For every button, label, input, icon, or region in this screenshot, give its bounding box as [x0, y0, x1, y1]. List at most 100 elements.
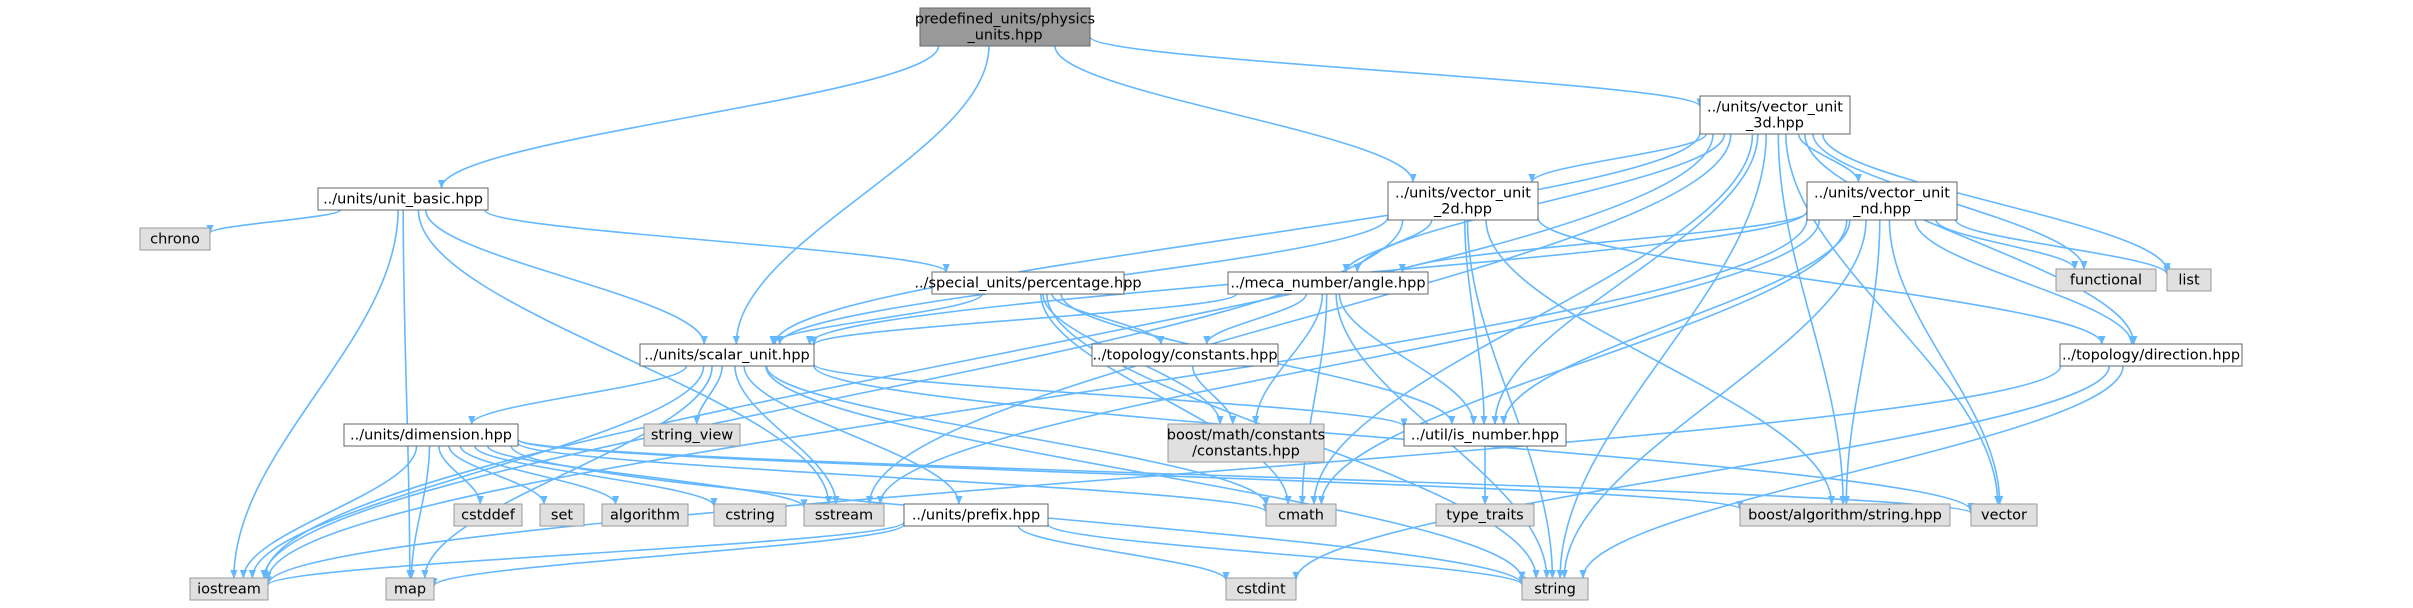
node-label-basic: ../units/unit_basic.hpp [323, 192, 483, 208]
node-label-vector: vector [1981, 508, 2027, 524]
node-prefix[interactable]: ../units/prefix.hpp [903, 503, 1049, 527]
node-sstream: sstream [803, 503, 885, 527]
node-type-traits: type_traits [1435, 503, 1535, 527]
edge-angle-to-isnumber [1338, 293, 1478, 425]
edge-prefix-to-map [430, 523, 905, 587]
edge-vnd-to-vector [1888, 219, 2004, 505]
node-direction[interactable]: ../topology/direction.hpp [2059, 343, 2243, 367]
node-label-root-line-1: predefined_units/physics [915, 12, 1095, 28]
node-label-cmath: cmath [1278, 508, 1324, 524]
node-box-string [1521, 577, 1589, 601]
node-box-map [385, 577, 435, 601]
node-iostream: iostream [189, 577, 269, 601]
edge-vnd-to-functional [1935, 219, 2079, 270]
node-box-cstdint [1225, 577, 1297, 601]
node-label-constants: ../topology/constants.hpp [1092, 348, 1277, 364]
edge-dimension-to-sstream [487, 445, 808, 509]
node-label-chrono: chrono [150, 232, 200, 248]
edge-scalar-to-vector [813, 365, 1975, 512]
node-label-prefix: ../units/prefix.hpp [912, 508, 1040, 524]
node-root: predefined_units/physics_units.hpp [915, 7, 1095, 47]
node-vnd[interactable]: ../units/vector_unit_nd.hpp [1806, 181, 1958, 221]
edge-vnd-to-boostalgo [1842, 219, 1881, 505]
edge-dimension-to-boostalgo [517, 439, 1744, 510]
edge-v3d-to-scalar [771, 132, 1701, 345]
node-box-chrono [139, 227, 211, 251]
node-label-set: set [551, 508, 573, 524]
node-basic[interactable]: ../units/unit_basic.hpp [317, 187, 489, 211]
edge-v3d-to-vector [1785, 133, 2002, 505]
edge-scalar-to-prefix [743, 365, 963, 505]
edge-angle-to-scalar [810, 293, 1237, 346]
node-isnumber[interactable]: ../util/is_number.hpp [1403, 423, 1567, 447]
node-box-root [919, 7, 1091, 47]
nodes-layer: predefined_units/physics_units.hpp ../uni… [139, 7, 2243, 601]
edge-percentage-to-scalar [769, 293, 983, 345]
node-label-cstring: cstring [725, 508, 775, 524]
node-set: set [539, 503, 585, 527]
node-box-vnd [1806, 181, 1958, 221]
edge-scalar-to-string-view [693, 365, 723, 425]
edge-angle-to-constants [1203, 293, 1307, 345]
node-functional: functional [2055, 268, 2157, 292]
edge-scalar-to-iostream [248, 365, 705, 579]
node-label-cstddef: cstddef [461, 508, 516, 524]
node-v2d[interactable]: ../units/vector_unit_2d.hpp [1387, 181, 1539, 221]
edge-dimension-to-iostream [239, 445, 418, 579]
node-label-angle: ../meca_number/angle.hpp [1230, 276, 1425, 292]
node-label-string: string [1534, 582, 1576, 598]
edge-dimension-to-cstring [474, 445, 718, 507]
node-label-functional: functional [2070, 273, 2142, 289]
node-angle[interactable]: ../meca_number/angle.hpp [1227, 271, 1429, 295]
node-box-scalar [639, 343, 815, 367]
edge-v3d-to-list [1821, 133, 2171, 273]
node-box-sstream [803, 503, 885, 527]
node-v3d[interactable]: ../units/vector_unit_3d.hpp [1699, 95, 1851, 135]
node-box-algorithm [601, 503, 689, 527]
edge-vnd-to-sstream [876, 219, 1820, 505]
node-box-prefix [903, 503, 1049, 527]
node-label-dimension: ../units/dimension.hpp [350, 428, 512, 444]
node-box-basic [317, 187, 489, 211]
edge-v3d-to-string [1556, 133, 1767, 579]
node-box-string-view [643, 423, 741, 447]
edge-root-to-scalar [732, 45, 990, 345]
edge-prefix-to-cstdint [1017, 525, 1230, 581]
edge-dimension-to-algorithm [459, 445, 620, 505]
edge-vnd-to-string [1560, 219, 1867, 579]
edge-v3d-to-sstream [866, 133, 1732, 505]
node-box-cstddef [453, 503, 523, 527]
node-box-constants [1091, 343, 1279, 367]
node-label-v3d-line-2: _3d.hpp [1745, 116, 1804, 132]
edge-dimension-to-vector [517, 438, 1975, 515]
node-label-v2d-line-2: _2d.hpp [1433, 202, 1492, 218]
node-percentage[interactable]: ../special_units/percentage.hpp [914, 271, 1142, 295]
node-label-iostream: iostream [197, 582, 261, 598]
edge-v3d-to-direction [1804, 133, 2138, 345]
edge-v2d-to-direction [1537, 217, 2106, 345]
node-box-type-traits [1435, 503, 1535, 527]
node-scalar[interactable]: ../units/scalar_unit.hpp [639, 343, 815, 367]
node-constants[interactable]: ../topology/constants.hpp [1091, 343, 1279, 367]
edge-percentage-to-constants [1051, 293, 1165, 345]
node-label-cstdint: cstdint [1236, 582, 1286, 598]
node-list: list [2166, 268, 2212, 292]
edge-root-to-basic [437, 45, 940, 189]
edge-dimension-to-cmath [517, 442, 1270, 513]
edge-dimension-to-cstddef [438, 445, 484, 505]
node-algorithm: algorithm [601, 503, 689, 527]
edge-direction-to-string [1579, 365, 2124, 579]
node-chrono: chrono [139, 227, 211, 251]
edge-v3d-to-iostream [261, 133, 1714, 579]
edge-prefix-to-iostream [264, 521, 905, 586]
edge-scalar-to-dimension [468, 365, 688, 425]
node-box-v2d [1387, 181, 1539, 221]
node-box-functional [2055, 268, 2157, 292]
node-box-v3d [1699, 95, 1851, 135]
edge-v2d-to-angle [1342, 219, 1433, 273]
edge-constants-to-boostconst [1191, 365, 1237, 425]
node-dimension[interactable]: ../units/dimension.hpp [343, 423, 519, 447]
edge-basic-to-chrono [206, 209, 342, 234]
edge-scalar-to-sstream [734, 365, 840, 505]
